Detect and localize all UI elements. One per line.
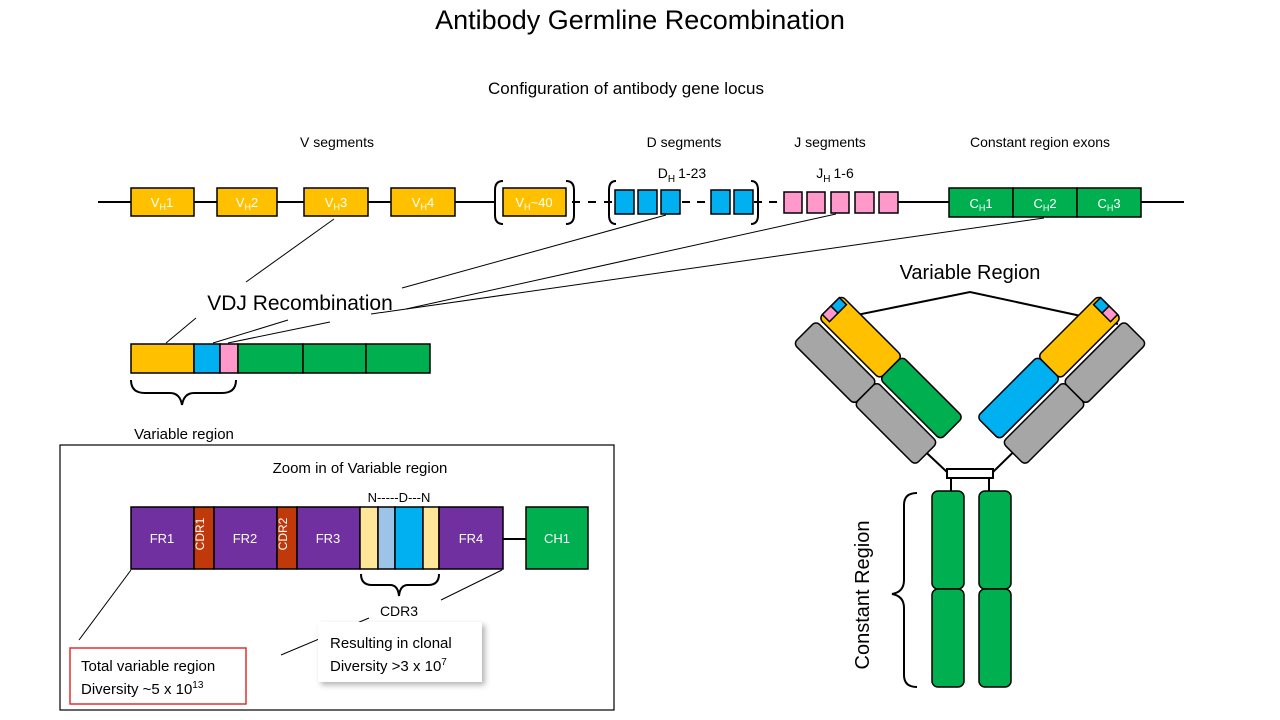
svg-text:VH~40: VH~40: [515, 195, 552, 212]
variable-region-zoom: [130, 506, 589, 570]
page-title: Antibody Germline Recombination: [435, 5, 845, 35]
fr3-label: FR3: [316, 531, 341, 546]
v-gene-4: VH4: [390, 187, 456, 217]
total-diversity-box: Total variable region Diversity ~5 x 101…: [69, 647, 247, 705]
v-segments-heading: V segments: [300, 134, 374, 150]
fr2-label: FR2: [233, 531, 258, 546]
heavy-chain-constant: [931, 490, 1012, 688]
j-genes: [783, 191, 899, 214]
c-exon-3: CH3: [1076, 187, 1142, 218]
v-bracket-right: [565, 180, 575, 225]
antibody-variable-region-label: Variable Region: [900, 262, 1041, 284]
recombined-gene: [130, 343, 431, 374]
d-segments-heading: D segments: [647, 134, 722, 150]
j-segments-heading: J segments: [794, 134, 866, 150]
svg-text:VH2: VH2: [236, 195, 258, 212]
d-bracket-right: [750, 180, 759, 225]
clonal-diversity-box: Resulting in clonal Diversity >3 x 107: [318, 622, 482, 682]
constant-region-brace: [891, 492, 918, 688]
variable-region-pointer: [821, 290, 1119, 325]
antibody-constant-region-label: Constant Region: [852, 521, 874, 670]
germline-locus: VH1 VH2 VH3 VH4 VH~40: [98, 180, 1184, 225]
svg-text:VH4: VH4: [412, 195, 434, 212]
svg-text:CH1: CH1: [969, 196, 992, 213]
zoom-title: Zoom in of Variable region: [273, 460, 448, 477]
variable-region-brace: [130, 379, 237, 406]
variable-region-label: Variable region: [134, 426, 234, 443]
v-gene-1: VH1: [130, 187, 195, 217]
total-diversity-line2: Diversity ~5 x 1013: [81, 680, 204, 698]
fr4-label: FR4: [459, 531, 484, 546]
c-exon-2: CH2: [1012, 187, 1078, 218]
recombination-connectors: [165, 213, 1045, 344]
antibody: Variable Region: [794, 262, 1146, 688]
v-gene-2: VH2: [216, 187, 278, 217]
locus-heading: Configuration of antibody gene locus: [488, 79, 764, 98]
svg-text:VH1: VH1: [151, 195, 173, 212]
v-bracket-left: [494, 180, 504, 225]
cdr3-brace: [360, 573, 440, 597]
clonal-diversity-line1: Resulting in clonal: [330, 635, 452, 652]
right-arm: [978, 296, 1146, 464]
ndn-label: N-----D---N: [368, 490, 431, 505]
d-genes: [614, 189, 754, 215]
v-gene-3: VH3: [303, 187, 369, 217]
cdr2-label: CDR2: [276, 517, 290, 550]
ch1-label: CH1: [544, 531, 570, 546]
clonal-diversity-line2: Diversity >3 x 107: [330, 657, 447, 675]
d-bracket-left: [608, 180, 617, 225]
cdr1-label: CDR1: [193, 517, 207, 550]
svg-text:CH2: CH2: [1033, 196, 1056, 213]
vdj-recombination-label: VDJ Recombination: [207, 292, 393, 315]
left-arm: [794, 296, 962, 464]
constant-exons-heading: Constant region exons: [970, 134, 1110, 150]
fr1-label: FR1: [150, 531, 175, 546]
svg-text:CH3: CH3: [1097, 196, 1120, 213]
v-gene-40: VH~40: [502, 187, 567, 217]
cdr3-label: CDR3: [380, 603, 418, 619]
c-exon-1: CH1: [948, 187, 1014, 218]
svg-text:VH3: VH3: [325, 195, 347, 212]
total-diversity-line1: Total variable region: [81, 658, 215, 675]
